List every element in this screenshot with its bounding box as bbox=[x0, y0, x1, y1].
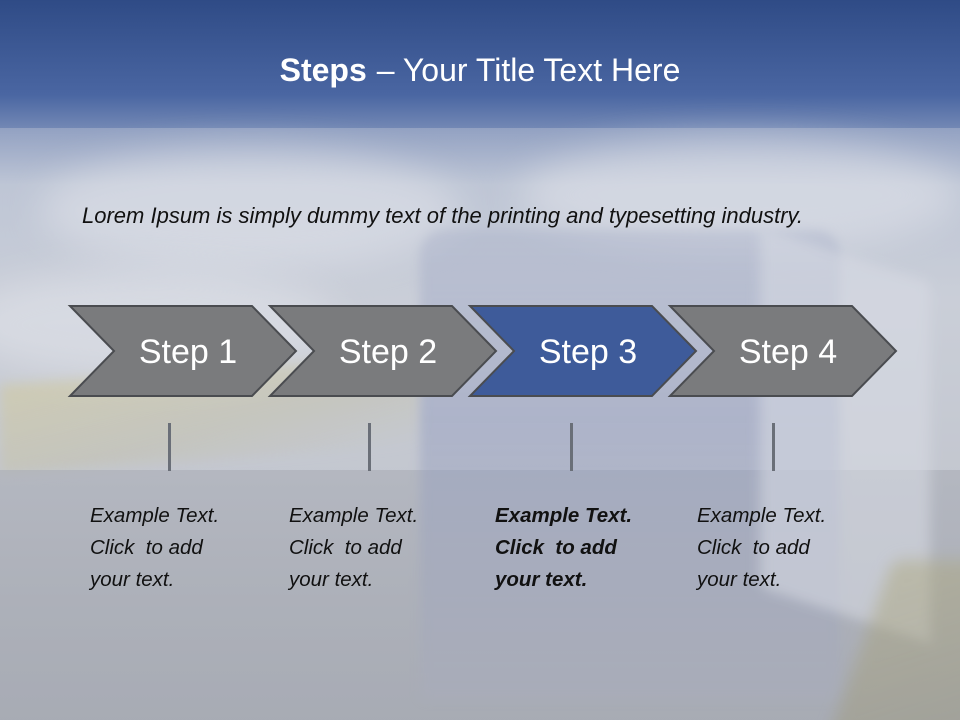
background-cloud bbox=[520, 140, 960, 250]
caption-line: Click to add bbox=[697, 536, 810, 559]
slide-title[interactable]: Steps– Your Title Text Here bbox=[0, 52, 960, 89]
step-2-label: Step 2 bbox=[339, 333, 437, 371]
caption-line: Click to add bbox=[289, 536, 402, 559]
intro-text[interactable]: Lorem Ipsum is simply dummy text of the … bbox=[82, 203, 804, 228]
step-4-connector bbox=[772, 423, 775, 471]
caption-line: Example Text. bbox=[495, 504, 633, 527]
step-1-arrow[interactable] bbox=[67, 305, 298, 397]
background-veil bbox=[0, 128, 960, 720]
step-3-label: Step 3 bbox=[539, 333, 637, 371]
step-2-connector bbox=[368, 423, 371, 471]
step-3-arrow[interactable] bbox=[467, 305, 698, 397]
step-2-caption[interactable]: Example Text. Click to add your text. bbox=[289, 500, 459, 596]
caption-line: Example Text. bbox=[90, 504, 220, 527]
step-3-caption[interactable]: Example Text. Click to add your text. bbox=[495, 500, 665, 596]
caption-line: your text. bbox=[90, 568, 175, 591]
step-1-caption[interactable]: Example Text. Click to add your text. bbox=[90, 500, 260, 596]
step-4-label: Step 4 bbox=[739, 333, 837, 371]
title-separator: – bbox=[376, 52, 395, 88]
step-4-caption[interactable]: Example Text. Click to add your text. bbox=[697, 500, 867, 596]
step-4-arrow[interactable] bbox=[667, 305, 898, 397]
step-1-label: Step 1 bbox=[139, 333, 237, 371]
background-cloud bbox=[40, 150, 460, 270]
step-2-arrow[interactable] bbox=[267, 305, 498, 397]
step-1-connector bbox=[168, 423, 171, 471]
caption-line: your text. bbox=[697, 568, 782, 591]
caption-line: Click to add bbox=[495, 536, 617, 559]
caption-line: Click to add bbox=[90, 536, 203, 559]
caption-line: Example Text. bbox=[697, 504, 827, 527]
title-rest: Your Title Text Here bbox=[402, 52, 681, 88]
caption-line: Example Text. bbox=[289, 504, 419, 527]
caption-line: your text. bbox=[289, 568, 374, 591]
title-bold-part: Steps bbox=[279, 52, 367, 88]
caption-line: your text. bbox=[495, 568, 588, 591]
step-3-connector bbox=[570, 423, 573, 471]
